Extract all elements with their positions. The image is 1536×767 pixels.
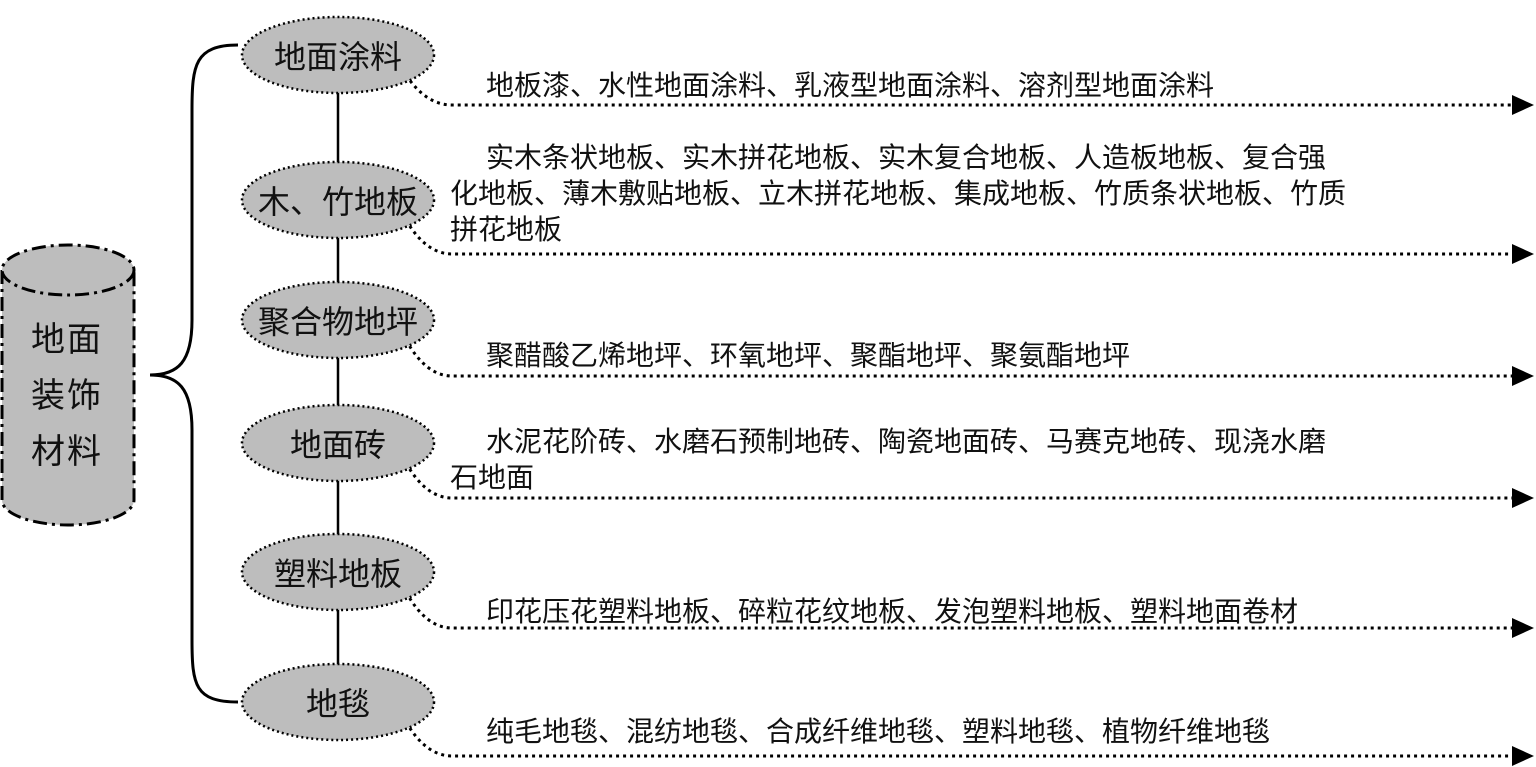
category-label: 聚合物地坪	[257, 303, 418, 341]
root-label-line: 装饰	[31, 376, 103, 416]
category-ellipse	[240, 403, 436, 483]
category-label: 地毯	[305, 685, 370, 723]
category-label: 地面砖	[289, 426, 386, 464]
category-arrow-line	[404, 219, 1512, 256]
category-label: 地面涂料	[273, 38, 402, 76]
item-text-line: 化地板、薄木敷贴地板、立木拼花地板、集成地板、竹质条状地板、竹质	[450, 177, 1347, 210]
category-ellipse	[240, 532, 436, 612]
root-label-line: 材料	[31, 432, 103, 472]
root-brace	[149, 43, 239, 704]
category-arrow-line	[404, 721, 1512, 758]
arrowhead-icon	[1512, 244, 1534, 264]
category-items: 印花压花塑料地板、碎粒花纹地板、发泡塑料地板、塑料地面卷材	[450, 594, 1298, 630]
item-text-line: 石地面	[450, 461, 535, 494]
arrowhead-icon	[1512, 618, 1534, 638]
category-arrow-line	[404, 591, 1512, 630]
arrowhead-icon	[1512, 95, 1534, 115]
category-label: 塑料地板	[273, 555, 402, 593]
item-text-line: 聚醋酸乙烯地坪、环氧地坪、聚酯地坪、聚氨酯地坪	[486, 339, 1131, 372]
category-arrow-line	[404, 339, 1512, 378]
category-ellipse	[240, 15, 436, 95]
category-ellipse	[240, 280, 436, 360]
arrowhead-icon	[1512, 488, 1534, 508]
category-ellipse	[240, 662, 436, 742]
category-items: 实木条状地板、实木拼花地板、实木复合地板、人造板地板、复合强化地板、薄木敷贴地板…	[450, 140, 1346, 248]
category-items: 聚醋酸乙烯地坪、环氧地坪、聚酯地坪、聚氨酯地坪	[450, 338, 1130, 374]
item-text-line: 拼花地板	[450, 213, 563, 246]
item-text-line: 水泥花阶砖、水磨石预制地砖、陶瓷地面砖、马赛克地砖、现浇水磨	[486, 425, 1327, 458]
category-label: 木、竹地板	[257, 183, 418, 221]
root-label-line: 地面	[31, 320, 103, 360]
item-text-line: 纯毛地毯、混纺地毯、合成纤维地毯、塑料地毯、植物纤维地毯	[486, 715, 1271, 748]
item-text-line: 印花压花塑料地板、碎粒花纹地板、发泡塑料地板、塑料地面卷材	[486, 595, 1299, 628]
root-label: 地面 装饰 材料	[22, 312, 112, 480]
category-arrow-line	[404, 74, 1512, 107]
item-text-line: 实木条状地板、实木拼花地板、实木复合地板、人造板地板、复合强	[486, 141, 1327, 174]
category-items: 水泥花阶砖、水磨石预制地砖、陶瓷地面砖、马赛克地砖、现浇水磨石地面	[450, 424, 1326, 496]
item-text-line: 地板漆、水性地面涂料、乳液型地面涂料、溶剂型地面涂料	[486, 69, 1215, 102]
category-items: 纯毛地毯、混纺地毯、合成纤维地毯、塑料地毯、植物纤维地毯	[450, 714, 1270, 750]
arrowhead-icon	[1512, 746, 1534, 766]
arrowhead-icon	[1512, 366, 1534, 386]
category-ellipse	[240, 160, 436, 240]
category-items: 地板漆、水性地面涂料、乳液型地面涂料、溶剂型地面涂料	[450, 68, 1214, 104]
category-arrow-line	[404, 462, 1512, 500]
root-cylinder	[0, 243, 136, 527]
